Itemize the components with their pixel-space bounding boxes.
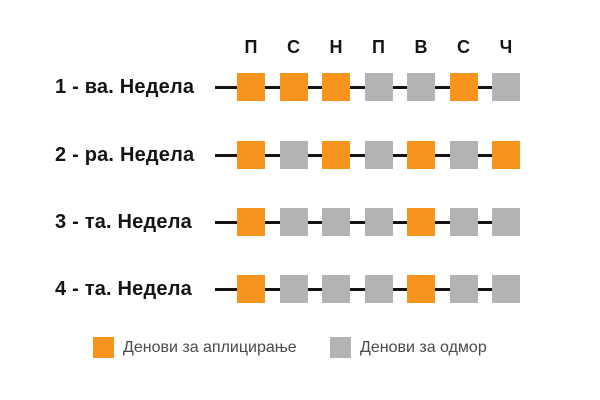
day-square-rest: [492, 73, 520, 101]
day-square-rest: [279, 275, 308, 303]
day-square-application: [237, 208, 265, 236]
day-square-rest: [364, 141, 393, 169]
week-row: 1 - ва. Недела: [0, 73, 600, 101]
day-square-application: [407, 208, 435, 236]
week-track: [215, 73, 520, 101]
day-header-letter: С: [287, 37, 300, 57]
day-square-rest: [492, 275, 520, 303]
day-square-application: [237, 141, 265, 169]
day-header-letter: П: [244, 37, 258, 57]
day-square-rest: [492, 208, 520, 236]
week-track: [215, 208, 520, 236]
day-square-rest: [449, 141, 478, 169]
day-square-rest: [449, 208, 478, 236]
week-label: 3 - та. Недела: [55, 210, 192, 233]
day-square-rest: [449, 275, 478, 303]
day-square-application: [322, 141, 350, 169]
day-square-application: [279, 73, 308, 101]
week-label: 1 - ва. Недела: [55, 75, 195, 98]
legend-item: Денови за аплицирање: [93, 337, 297, 358]
legend-item: Денови за одмор: [330, 337, 487, 358]
week-row: 2 - ра. Недела: [0, 141, 600, 169]
day-header-letter: Н: [329, 37, 343, 57]
week-row: 4 - та. Недела: [0, 275, 600, 303]
day-square-application: [449, 73, 478, 101]
day-square-rest: [364, 208, 393, 236]
day-squares: [237, 73, 520, 101]
week-track: [215, 141, 520, 169]
legend-label: Денови за аплицирање: [123, 338, 297, 356]
legend: Денови за аплицирање Денови за одмор: [0, 337, 600, 361]
week-label: 4 - та. Недела: [55, 277, 192, 300]
day-square-rest: [322, 208, 350, 236]
week-track: [215, 275, 520, 303]
day-squares: [237, 141, 520, 169]
day-square-rest: [364, 275, 393, 303]
day-square-rest: [407, 73, 435, 101]
day-header-letter: В: [414, 37, 428, 57]
day-square-application: [407, 275, 435, 303]
week-row: 3 - та. Недела: [0, 208, 600, 236]
legend-swatch-icon: [330, 337, 351, 358]
day-header-letter: Ч: [499, 37, 513, 57]
day-square-application: [237, 275, 265, 303]
day-square-rest: [279, 208, 308, 236]
day-square-rest: [279, 141, 308, 169]
day-header-letter: П: [372, 37, 385, 57]
day-square-application: [237, 73, 265, 101]
legend-swatch-icon: [93, 337, 114, 358]
day-squares: [237, 275, 520, 303]
day-square-rest: [322, 275, 350, 303]
legend-label: Денови за одмор: [360, 338, 487, 356]
day-square-application: [407, 141, 435, 169]
day-square-application: [492, 141, 520, 169]
day-square-rest: [364, 73, 393, 101]
day-squares: [237, 208, 520, 236]
day-header-letter: С: [457, 37, 470, 57]
day-square-application: [322, 73, 350, 101]
week-label: 2 - ра. Недела: [55, 143, 195, 166]
